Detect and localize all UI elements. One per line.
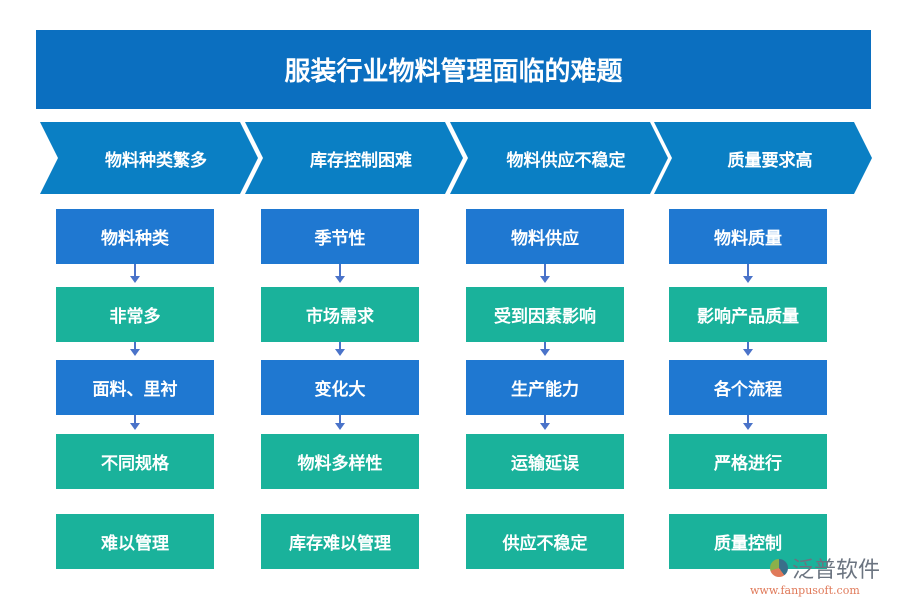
arrow-down-icon xyxy=(743,415,753,430)
arrow-down-icon xyxy=(335,342,345,356)
step-box: 影响产品质量 xyxy=(669,287,827,342)
chevron-shape xyxy=(245,122,463,194)
arrow-down-icon xyxy=(130,342,140,356)
chevron-header: 物料种类繁多 xyxy=(40,122,258,194)
step-box: 非常多 xyxy=(56,287,214,342)
chevron-label: 物料种类繁多 xyxy=(105,150,207,171)
chevron-label: 物料供应不稳定 xyxy=(506,150,626,171)
step-box: 物料种类 xyxy=(56,209,214,264)
arrow-down-icon xyxy=(743,342,753,356)
step-box: 质量控制 xyxy=(669,514,827,569)
chevron-shape xyxy=(654,122,872,194)
arrow-down-icon xyxy=(130,415,140,430)
step-box: 难以管理 xyxy=(56,514,214,569)
step-box: 供应不稳定 xyxy=(466,514,624,569)
chevron-label: 库存控制困难 xyxy=(310,150,412,171)
logo: 泛普软件 www.fanpusoft.com xyxy=(750,558,881,597)
step-box: 不同规格 xyxy=(56,434,214,489)
step-box: 物料供应 xyxy=(466,209,624,264)
chevron-shape xyxy=(450,122,668,194)
arrow-down-icon xyxy=(335,415,345,430)
chevron-label: 质量要求高 xyxy=(727,150,813,171)
arrow-down-icon xyxy=(540,342,550,356)
step-box: 物料质量 xyxy=(669,209,827,264)
step-box: 变化大 xyxy=(261,360,419,415)
arrow-down-icon xyxy=(130,264,140,283)
logo-icon xyxy=(770,559,788,577)
step-box: 运输延误 xyxy=(466,434,624,489)
step-box: 物料多样性 xyxy=(261,434,419,489)
arrow-down-icon xyxy=(540,415,550,430)
step-box: 各个流程 xyxy=(669,360,827,415)
step-box: 市场需求 xyxy=(261,287,419,342)
page-title: 服装行业物料管理面临的难题 xyxy=(36,30,871,109)
step-box: 面料、里衬 xyxy=(56,360,214,415)
arrow-down-icon xyxy=(540,264,550,283)
step-box: 库存难以管理 xyxy=(261,514,419,569)
chevron-shape xyxy=(40,122,258,194)
chevron-header: 库存控制困难 xyxy=(245,122,463,194)
step-box: 生产能力 xyxy=(466,360,624,415)
arrow-down-icon xyxy=(335,264,345,283)
chevron-header: 质量要求高 xyxy=(654,122,872,194)
arrow-down-icon xyxy=(743,264,753,283)
step-box: 季节性 xyxy=(261,209,419,264)
chevron-header: 物料供应不稳定 xyxy=(450,122,668,194)
step-box: 严格进行 xyxy=(669,434,827,489)
step-box: 受到因素影响 xyxy=(466,287,624,342)
